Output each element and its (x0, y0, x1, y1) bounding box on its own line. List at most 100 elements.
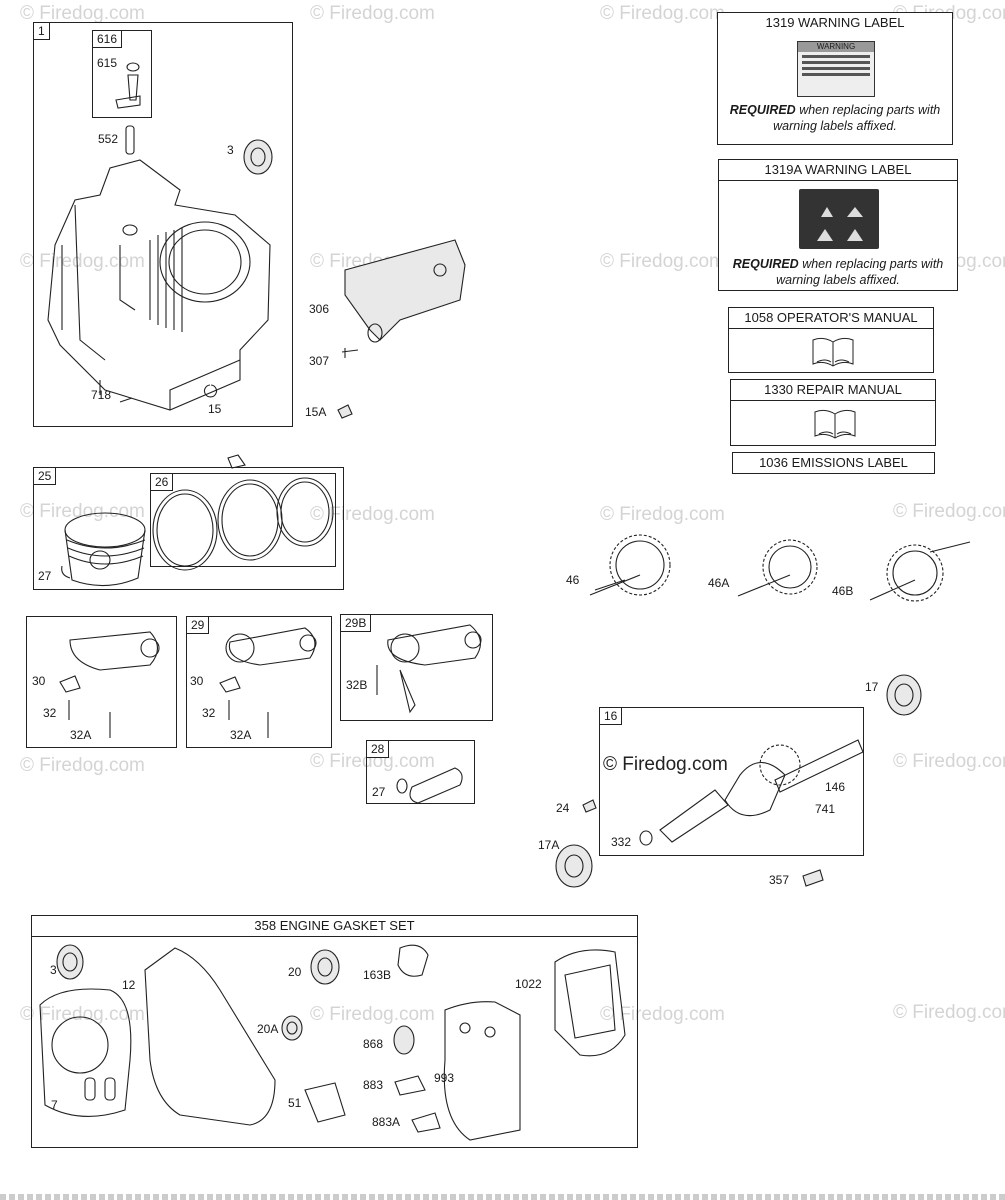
warning-label-1319a-note: REQUIRED when replacing parts with warni… (732, 257, 944, 287)
part-27[interactable]: 27 (38, 569, 52, 583)
rings-ref: 26 (150, 473, 174, 491)
watermark: © Firedog.com (600, 251, 725, 272)
piston-frame: 25 (33, 467, 344, 590)
watermark: © Firedog.com (893, 1002, 1005, 1023)
camshaft-drawing (589, 534, 971, 602)
repair-manual-title: 1330 REPAIR MANUAL (731, 380, 935, 401)
connecting-rod-frame-c: 29B (340, 614, 493, 721)
bottom-border (0, 1194, 1005, 1200)
part-3[interactable]: 3 (227, 143, 234, 157)
part-15a[interactable]: 15A (305, 405, 327, 419)
engine-block-drawing (47, 159, 271, 411)
part-32a[interactable]: 32A (70, 728, 92, 742)
operators-manual-title: 1058 OPERATOR'S MANUAL (729, 308, 933, 329)
part-32[interactable]: 32 (43, 706, 57, 720)
watermark: © Firedog.com (20, 251, 145, 272)
rings-frame: 26 (150, 473, 336, 567)
warning-sign-text: WARNING (798, 42, 874, 52)
watermark: © Firedog.com (310, 1004, 435, 1025)
piston-drawing (61, 512, 146, 587)
warning-sign-icon: WARNING (797, 41, 875, 97)
rings-drawing (152, 477, 334, 571)
valve-drawing (115, 62, 141, 155)
shroud-drawing (344, 239, 466, 341)
repair-manual-box: 1330 REPAIR MANUAL (730, 379, 936, 446)
watermark: © Firedog.com (20, 3, 145, 24)
part-741[interactable]: 741 (815, 802, 836, 816)
gasket-part-12[interactable]: 12 (122, 978, 136, 992)
part-24[interactable]: 24 (556, 801, 570, 815)
gasket-part-7[interactable]: 7 (51, 1098, 58, 1112)
gasket-part-51[interactable]: 51 (288, 1096, 302, 1110)
gasket-part-20a[interactable]: 20A (257, 1022, 279, 1036)
watermark: © Firedog.com (310, 504, 435, 525)
part-357[interactable]: 357 (769, 873, 790, 887)
valve-assembly-frame: 616 (92, 30, 152, 118)
part-30[interactable]: 30 (190, 674, 204, 688)
gasket-part-20[interactable]: 20 (288, 965, 302, 979)
part-615[interactable]: 615 (97, 56, 118, 70)
warning-label-1319a-title: 1319A WARNING LABEL (719, 160, 957, 181)
part-17a[interactable]: 17A (538, 838, 560, 852)
piston-pin-ref: 28 (366, 740, 390, 758)
part-15[interactable]: 15 (208, 402, 222, 416)
part-30[interactable]: 30 (32, 674, 46, 688)
crankshaft-ref: 16 (599, 707, 623, 725)
crankshaft-frame: 16 (599, 707, 864, 856)
part-32a[interactable]: 32A (230, 728, 252, 742)
warning-pictogram-icon (799, 189, 879, 249)
watermark: © Firedog.com (310, 751, 435, 772)
part-32[interactable]: 32 (202, 706, 216, 720)
part-17[interactable]: 17 (865, 680, 879, 694)
watermark: © Firedog.com (20, 501, 145, 522)
valve-assembly-ref: 616 (92, 30, 123, 48)
connecting-rod-frame-b: 29 (186, 616, 332, 748)
watermark: © Firedog.com (20, 755, 145, 776)
gasket-part-3[interactable]: 3 (50, 963, 57, 977)
connecting-rod-ref-c: 29B (340, 614, 372, 632)
gasket-part-868[interactable]: 868 (363, 1037, 384, 1051)
connecting-rod-drawing (59, 624, 482, 738)
watermark: © Firedog.com (310, 3, 435, 24)
gasket-part-883[interactable]: 883 (363, 1078, 384, 1092)
engine-block-frame: 1 (33, 22, 293, 427)
connecting-rod-frame-a (26, 616, 177, 748)
watermark: © Firedog.com (600, 1004, 725, 1025)
part-718[interactable]: 718 (91, 388, 112, 402)
part-46b[interactable]: 46B (832, 584, 854, 598)
book-icon (811, 406, 859, 445)
watermark: © Firedog.com (893, 501, 1005, 522)
gasket-part-163b[interactable]: 163B (363, 968, 392, 982)
warning-label-1319-note: REQUIRED when replacing parts with warni… (729, 103, 941, 133)
part-332[interactable]: 332 (611, 835, 632, 849)
crankshaft-watermark: © Firedog.com (603, 754, 728, 775)
part-46[interactable]: 46 (566, 573, 580, 587)
emissions-label-title: 1036 EMISSIONS LABEL (759, 455, 908, 470)
part-146[interactable]: 146 (825, 780, 846, 794)
part-46a[interactable]: 46A (708, 576, 730, 590)
gasket-set-frame: 358 ENGINE GASKET SET (31, 915, 638, 1148)
connecting-rod-ref-b: 29 (186, 616, 210, 634)
gasket-part-1022[interactable]: 1022 (515, 977, 542, 991)
part-27[interactable]: 27 (372, 785, 386, 799)
warning-label-1319-box: 1319 WARNING LABEL WARNING REQUIRED when… (717, 12, 953, 145)
part-32b[interactable]: 32B (346, 678, 368, 692)
gasket-part-993[interactable]: 993 (434, 1071, 455, 1085)
gasket-set-title: 358 ENGINE GASKET SET (32, 916, 637, 937)
emissions-label-box: 1036 EMISSIONS LABEL (732, 452, 935, 474)
part-306[interactable]: 306 (309, 302, 330, 316)
operators-manual-box: 1058 OPERATOR'S MANUAL (728, 307, 934, 373)
engine-block-ref: 1 (33, 22, 50, 40)
watermark: © Firedog.com (20, 1004, 145, 1025)
warning-label-1319-title: 1319 WARNING LABEL (765, 15, 905, 30)
piston-pin-frame: 28 (366, 740, 475, 804)
warning-label-1319a-box: 1319A WARNING LABEL REQUIRED when replac… (718, 159, 958, 291)
watermark: © Firedog.com (893, 751, 1005, 772)
gasket-drawings (39, 944, 626, 1141)
book-icon (809, 334, 857, 373)
part-307[interactable]: 307 (309, 354, 330, 368)
watermark: © Firedog.com (600, 3, 725, 24)
part-552[interactable]: 552 (98, 132, 119, 146)
gasket-part-883a[interactable]: 883A (372, 1115, 401, 1129)
